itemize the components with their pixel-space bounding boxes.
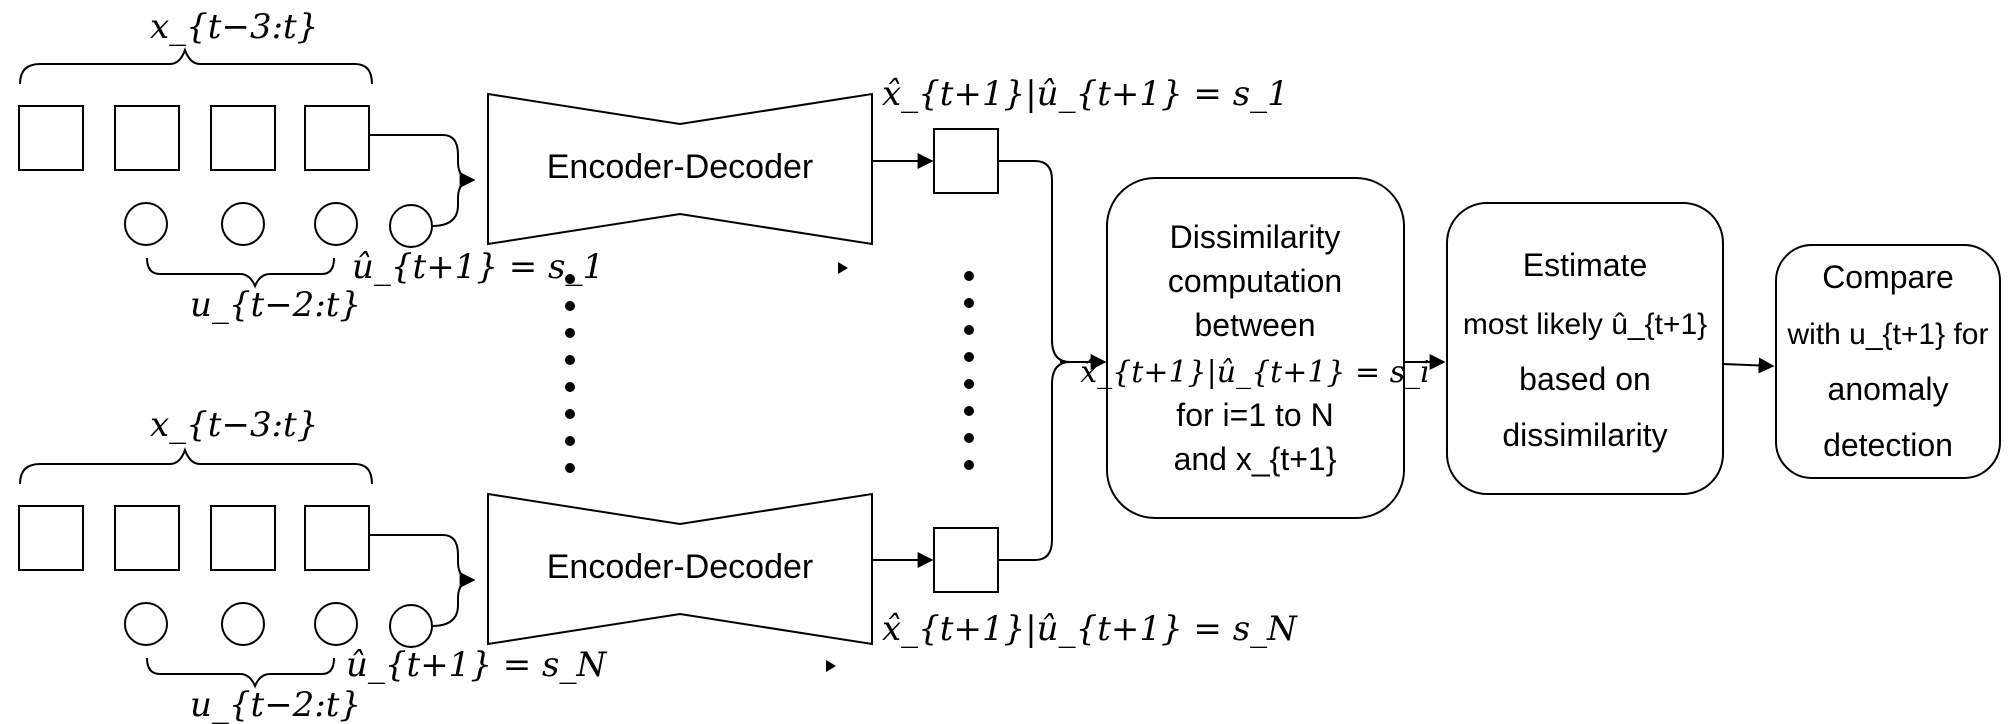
top-branch: x_{t−3:t} u_{t−2:t} û_{t+1} = s_1 Encode… (18, 7, 1289, 325)
top-small-marker (838, 262, 848, 274)
top-x-window-label: x_{t−3:t} (150, 7, 318, 47)
bottom-encoder-decoder-label: Encoder-Decoder (547, 548, 813, 586)
bottom-small-marker (826, 660, 836, 672)
top-output-connector (998, 160, 1071, 363)
estimate-line-2: most likely û_{t+1} (1463, 308, 1707, 341)
top-u-circle-1 (124, 202, 168, 246)
top-encoder-decoder-label: Encoder-Decoder (547, 148, 813, 186)
bottom-input-square-4 (304, 505, 370, 571)
top-u-brace (146, 257, 335, 289)
compare-line-1: Compare (1822, 259, 1954, 295)
estimate-box (1446, 202, 1724, 495)
top-input-square-4 (304, 105, 370, 171)
compare-line-3: anomaly (1828, 371, 1949, 407)
bottom-u-connector (431, 579, 475, 627)
bottom-u-circle-2 (221, 602, 265, 646)
bottom-branch: x_{t−3:t} u_{t−2:t} û_{t+1} = s_N Encode… (18, 405, 1298, 724)
compare-line-4: detection (1823, 427, 1953, 463)
top-input-square-2 (114, 105, 180, 171)
bottom-x-brace (19, 447, 373, 485)
bottom-input-connector (369, 534, 476, 588)
bottom-input-square-3 (210, 505, 276, 571)
bottom-u-hat-label: û_{t+1} = s_N (346, 645, 607, 685)
top-encoder-decoder (487, 92, 873, 246)
compare-box (1775, 244, 2001, 479)
top-u-window-label: u_{t−2:t} (190, 285, 361, 325)
top-output-label: x̂_{t+1}|û_{t+1} = s_1 (882, 74, 1289, 114)
bottom-output-connector (998, 361, 1071, 561)
bottom-output-label: x̂_{t+1}|û_{t+1} = s_N (882, 609, 1298, 649)
ellipsis-left (565, 274, 575, 473)
bottom-u-circle-1 (124, 602, 168, 646)
bottom-output-square (933, 527, 999, 593)
bottom-u-hat-circle (389, 604, 433, 648)
bottom-u-brace (146, 657, 335, 689)
ellipsis-right (964, 271, 974, 470)
estimate-line-1: Estimate (1523, 247, 1647, 283)
top-input-square-1 (18, 105, 84, 171)
top-u-hat-label: û_{t+1} = s_1 (352, 247, 604, 287)
dissimilarity-line-5: for i=1 to N (1176, 397, 1333, 433)
dissimilarity-box (1106, 177, 1405, 519)
top-u-connector (431, 179, 475, 227)
dissimilarity-line-2: computation (1168, 263, 1342, 299)
bottom-input-square-1 (18, 505, 84, 571)
compare-line-2: with u_{t+1} for (1787, 318, 1989, 351)
dissimilarity-line-1: Dissimilarity (1170, 219, 1341, 255)
estimate-to-compare-arrow (1722, 357, 1775, 374)
top-u-hat-circle (389, 204, 433, 248)
bottom-input-square-2 (114, 505, 180, 571)
top-output-square (933, 128, 999, 194)
top-u-circle-2 (221, 202, 265, 246)
top-input-square-3 (210, 105, 276, 171)
dissimilarity-line-4: x̂_{t+1}|û_{t+1} = s_i (1080, 355, 1429, 390)
dissimilarity-line-6: and x_{t+1} (1174, 441, 1337, 477)
top-input-connector (369, 134, 476, 188)
bottom-u-circle-3 (314, 602, 358, 646)
estimate-line-3: based on (1519, 361, 1651, 397)
bottom-x-window-label: x_{t−3:t} (150, 405, 318, 445)
estimate-line-4: dissimilarity (1502, 417, 1667, 453)
dissimilarity-line-3: between (1195, 307, 1316, 343)
top-x-brace (19, 47, 373, 85)
top-u-circle-3 (314, 202, 358, 246)
bottom-u-window-label: u_{t−2:t} (190, 685, 361, 724)
bottom-encoder-decoder (487, 492, 873, 646)
